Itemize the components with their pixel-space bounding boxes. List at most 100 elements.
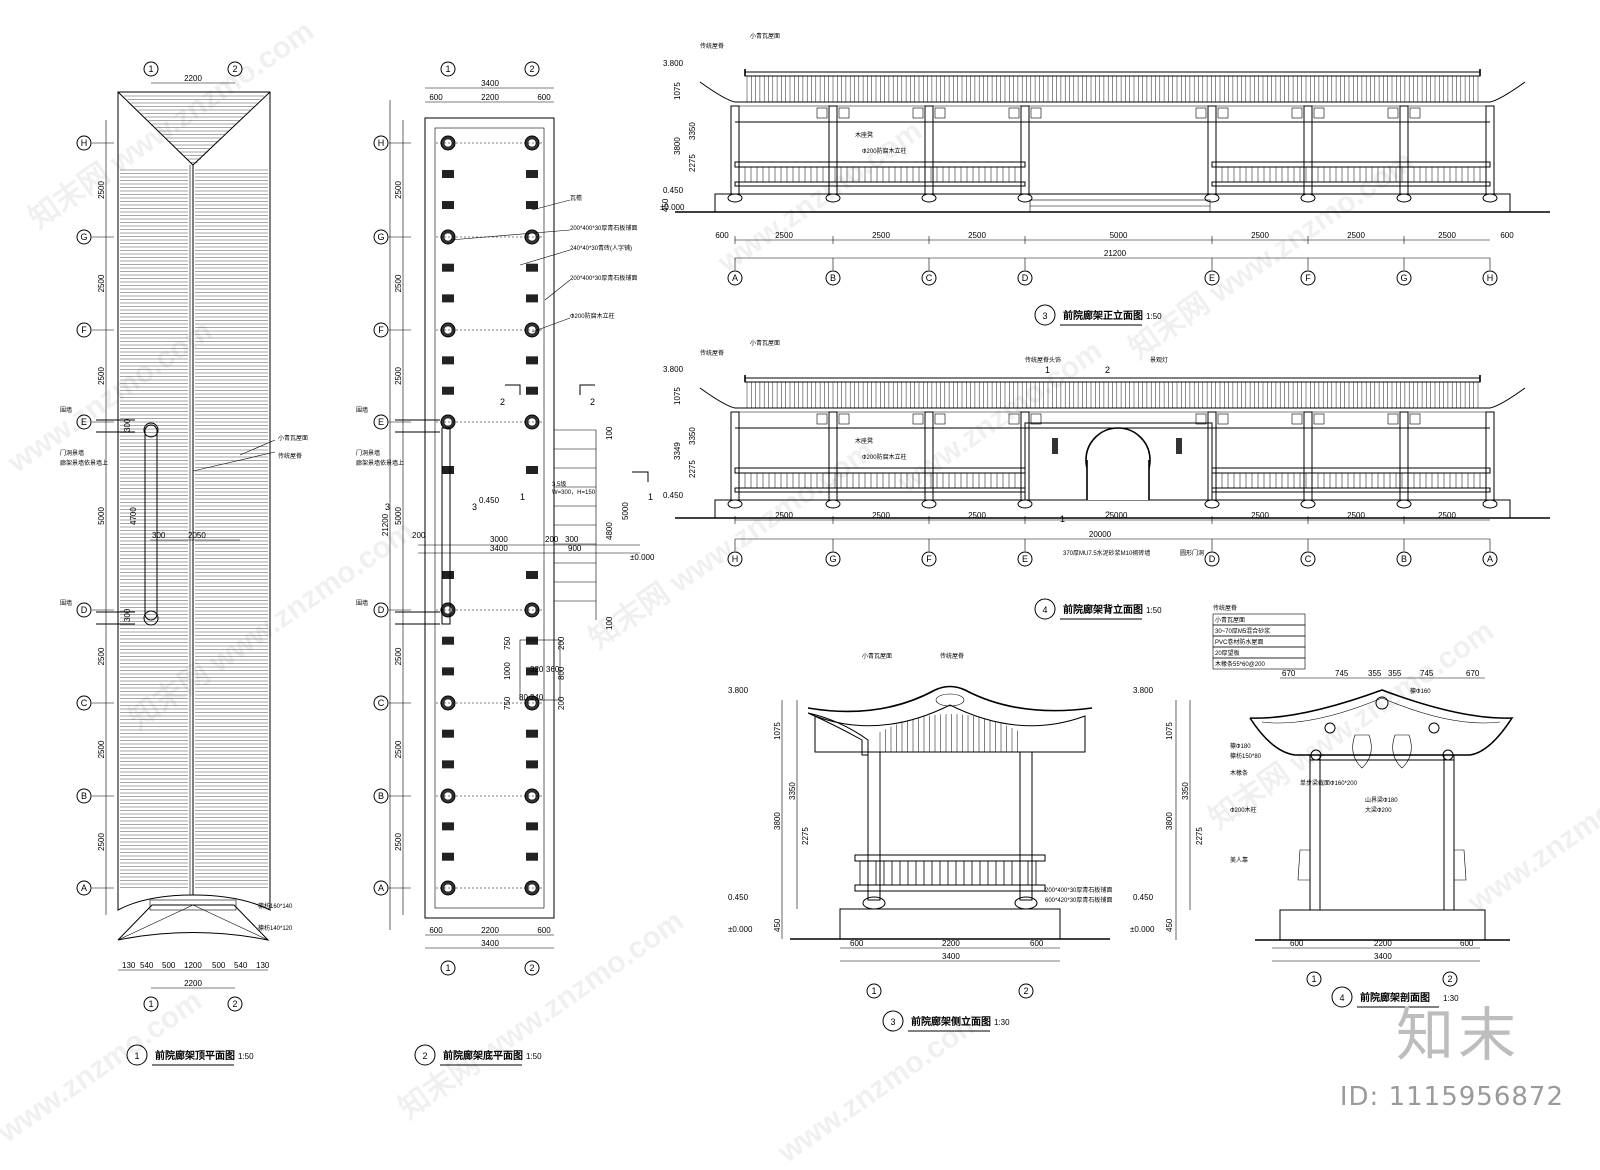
axis-bubble-G — [373, 229, 389, 245]
axis-label: F — [926, 554, 932, 564]
dim-text: 600 — [537, 926, 551, 935]
axis-label: D — [378, 605, 385, 615]
level-text: 3.800 — [663, 365, 684, 374]
axis-bubble-C — [1300, 551, 1316, 567]
note-gate: 门洞景墙 — [60, 449, 84, 457]
layer-text: 30~70厚M5混合砂浆 — [1215, 627, 1270, 635]
dim-text: 500 — [212, 961, 226, 970]
side-roof-curve — [807, 685, 1093, 713]
axis-bubble-H — [727, 551, 743, 567]
section-mark: 2 — [1105, 365, 1110, 375]
note-col-s: Ф200木柱 — [1230, 806, 1257, 814]
dim-text: 21200 — [381, 513, 390, 536]
level-text: ±0.000 — [1130, 925, 1155, 934]
axis-label: A — [378, 883, 384, 893]
dim-text: 745 — [1335, 669, 1349, 678]
dim-text: 5000 — [97, 507, 106, 525]
note-step: 3.5级 — [552, 480, 566, 488]
axis-bubble-G — [76, 229, 92, 245]
dim-text: 355 — [1388, 669, 1402, 678]
watermark-logo: 知末 — [1395, 1001, 1520, 1069]
note-purlin160: 檩Ф160 — [1410, 687, 1431, 695]
dim-text: 20000 — [1089, 530, 1112, 539]
floor-columns — [436, 135, 544, 896]
axis-bubble-H — [1482, 270, 1498, 286]
dim-text: 1075 — [1165, 722, 1174, 740]
axis-label: F — [1305, 273, 1311, 283]
dim-text: 300 — [123, 608, 132, 622]
dim-text: 320 — [530, 665, 544, 674]
dim-text: 2500 — [394, 367, 403, 385]
dim-text: 2500 — [394, 740, 403, 758]
view-number-1 — [126, 1044, 148, 1066]
floor-steps — [554, 429, 597, 620]
axis-label: G — [80, 232, 87, 242]
section-mark: 2 — [590, 397, 595, 407]
note-small-tile: 小青瓦屋面 — [862, 652, 892, 660]
axis-bubble-E — [1204, 270, 1220, 286]
note-small-tile: 小青瓦屋面 — [278, 434, 308, 442]
side-platform — [839, 908, 1061, 940]
dim-text: 360 — [546, 665, 560, 674]
section-mark: 1 — [1045, 365, 1050, 375]
dim-text: 3350 — [1181, 782, 1190, 800]
dim-text: 5000 — [1110, 511, 1128, 520]
axis-label: B — [830, 273, 836, 283]
section-mark: 3 — [385, 502, 390, 512]
view-scale: 1:50 — [238, 1052, 254, 1061]
section-platform — [1279, 909, 1486, 941]
dim-text: 1000 — [503, 662, 512, 680]
level-text: 0.450 — [1133, 893, 1154, 902]
dim-text: 300 — [565, 535, 579, 544]
level-text: 0.450 — [663, 186, 684, 195]
layer-text: 木椽条55*60@200 — [1215, 660, 1265, 668]
section-column-left — [1309, 754, 1321, 911]
note-moon-gate: 圆形门洞 — [1180, 549, 1204, 557]
axis-bubble-G — [1396, 270, 1412, 286]
side-elevation-view: 3.800 0.450 ±0.000 3.800 0.450 ±0.000 10… — [728, 652, 1155, 1032]
axis-label: H — [732, 554, 739, 564]
axis-label: 1 — [445, 963, 450, 973]
dim-text: 2500 — [97, 181, 106, 199]
axis-bubble-B — [1396, 551, 1412, 567]
axis-label: 2 — [232, 64, 237, 74]
axis-label: H — [378, 138, 385, 148]
axis-bubble-C — [921, 270, 937, 286]
dim-text: 3400 — [481, 79, 499, 88]
front-elevation-drawing — [675, 69, 1550, 213]
axis-label: H — [1487, 273, 1494, 283]
side-rails — [859, 861, 1037, 885]
section-mark: 2 — [500, 397, 505, 407]
section-mark: 1 — [648, 492, 653, 502]
axis-bubble-A — [727, 270, 743, 286]
dim-text: 3800 — [673, 137, 682, 155]
dim-text: 3400 — [481, 939, 499, 948]
axis-label: E — [378, 417, 384, 427]
axis-bubble-H — [76, 135, 92, 151]
side-column-left — [867, 751, 881, 901]
level-text: ±0.000 — [728, 925, 753, 934]
dim-text: 2500 — [872, 231, 890, 240]
axis-label: 1 — [148, 999, 153, 1009]
section-roof — [1249, 689, 1514, 756]
layer-text: 20厚望板 — [1215, 649, 1240, 657]
note-brick: 370厚MU7.5水泥砂浆M10砌砖墙 — [1063, 549, 1150, 557]
note-ridge: 传统屋脊 — [700, 42, 724, 50]
dim-text: 2500 — [97, 274, 106, 292]
dim-text: 450 — [661, 198, 670, 212]
floor-paving — [434, 127, 545, 909]
dim-text: 2200 — [942, 939, 960, 948]
axis-label: 2 — [529, 963, 534, 973]
dim-text: 2500 — [394, 833, 403, 851]
view-number-text: 1 — [134, 1051, 139, 1061]
axis-label: A — [732, 273, 738, 283]
dim-text: 600 — [850, 939, 864, 948]
axis-label: 1 — [445, 64, 450, 74]
section-mark: 3 — [472, 502, 477, 512]
dim-text: 100 — [605, 426, 614, 440]
dim-text: 2500 — [968, 511, 986, 520]
axis-bubble-E — [373, 414, 389, 430]
dim-text: 300 — [152, 531, 166, 540]
dim-text: 2500 — [1251, 511, 1269, 520]
